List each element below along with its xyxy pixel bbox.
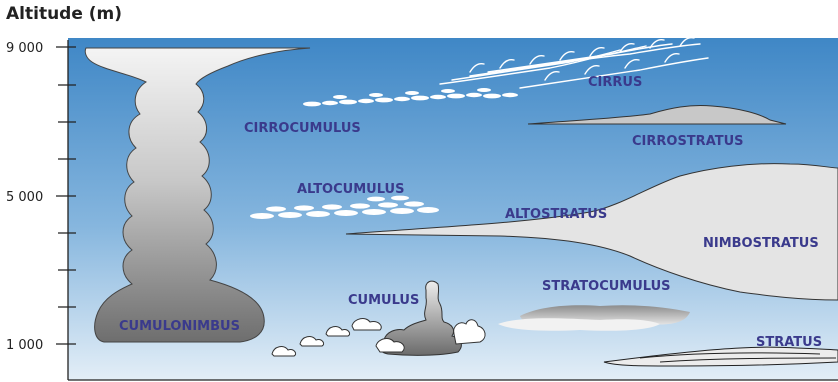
label-cumulus: CUMULUS — [348, 293, 419, 308]
label-cumulonimbus: CUMULONIMBUS — [119, 319, 240, 334]
tick-5000: 5 000 — [6, 190, 43, 205]
label-altostratus: ALTOSTRATUS — [505, 207, 607, 222]
label-cirrus: CIRRUS — [588, 75, 642, 90]
tick-1000: 1 000 — [6, 338, 43, 353]
label-altocumulus: ALTOCUMULUS — [297, 182, 404, 197]
label-stratus: STRATUS — [756, 335, 822, 350]
label-cirrocumulus: CIRROCUMULUS — [244, 121, 361, 136]
tick-9000: 9 000 — [6, 41, 43, 56]
label-cirrostratus: CIRROSTRATUS — [632, 134, 744, 149]
label-stratocumulus: STRATOCUMULUS — [542, 279, 671, 294]
label-nimbostratus: NIMBOSTRATUS — [703, 236, 819, 251]
